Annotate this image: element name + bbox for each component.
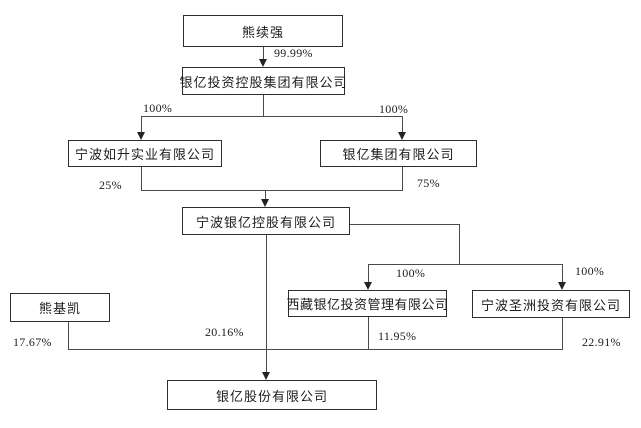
arrow-down-icon-rusheng [137,132,145,140]
arrow-down-icon-top [259,59,267,67]
edge-line-merge1-stem [265,190,266,199]
ownership-pct-merge1-right: 75% [417,176,440,190]
edge-line-split2-right [562,264,563,282]
edge-line-split1-left [141,116,142,132]
edge-line-merge1-bar [141,190,403,191]
ownership-pct-merge1-left: 25% [99,178,122,192]
ownership-pct-final-xiong-jikai: 17.67% [13,335,52,349]
edge-line-split2-out [350,224,460,225]
ownership-pct-final-tibet: 11.95% [378,329,417,343]
node-xiong-xuqiang: 熊续强 [183,15,343,47]
arrow-down-icon-yinyi-shares [262,372,270,380]
ownership-pct-top: 99.99% [274,46,313,60]
arrow-down-icon-shengzhou [558,282,566,290]
node-ningbo-shengzhou-investment: 宁波圣洲投资有限公司 [472,290,630,318]
node-yinyi-shares: 银亿股份有限公司 [167,380,377,410]
ownership-pct-split1-left: 100% [143,101,173,115]
edge-line-merge1-left [141,167,142,191]
node-yinyi-group: 银亿集团有限公司 [320,140,477,167]
edge-line-top [263,47,264,60]
arrow-down-icon-ningbo-yinyi-holding [261,199,269,207]
edge-line-final-xiong-jikai [68,322,69,350]
ownership-pct-split1-right: 100% [379,102,409,116]
ownership-pct-final-holding: 20.16% [205,325,244,339]
ownership-pct-final-shengzhou: 22.91% [582,335,621,349]
node-xiong-jikai: 熊基凯 [10,293,110,322]
edge-line-final-stem [266,235,267,372]
node-tibet-yinyi-investment-management: 西藏银亿投资管理有限公司 [287,290,448,317]
edge-line-merge1-right [402,167,403,191]
node-ningbo-rusheng-industrial: 宁波如升实业有限公司 [68,140,222,167]
edge-line-split2-left [368,264,369,282]
node-ningbo-yinyi-holding: 宁波银亿控股有限公司 [182,207,350,235]
arrow-down-icon-tibet-yinyi [364,282,372,290]
edge-line-split2-drop [459,224,460,265]
edge-line-final-bar [68,349,563,350]
node-yinyi-investment-holding-group: 银亿投资控股集团有限公司 [180,67,347,95]
edge-line-split1-right [402,116,403,132]
edge-line-final-shengzhou [562,318,563,350]
edge-line-split1-stem [263,95,264,116]
arrow-down-icon-yinyi-group [398,132,406,140]
edge-line-split2-bar [368,264,563,265]
edge-line-split1-bar [141,116,403,117]
ownership-pct-split2-left: 100% [396,266,426,280]
ownership-pct-split2-right: 100% [575,264,605,278]
edge-line-final-tibet [368,317,369,350]
